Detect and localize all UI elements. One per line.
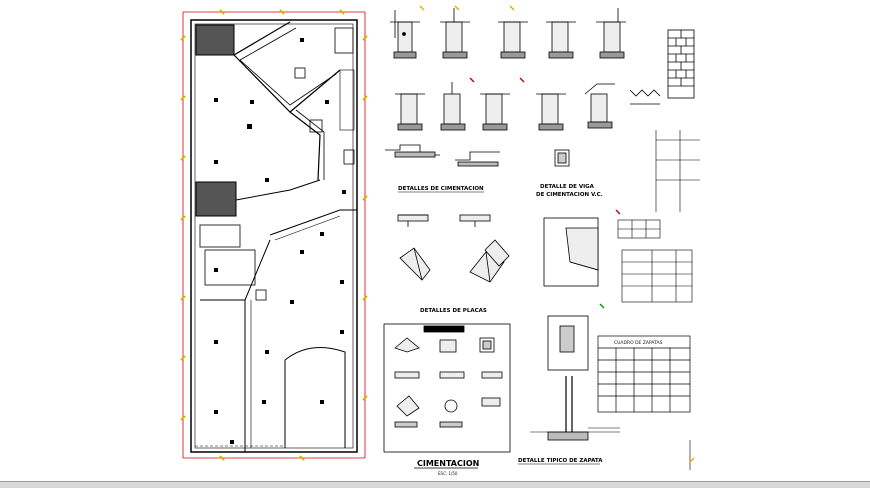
schedule-table (621, 249, 693, 303)
reinforcement-legend (655, 130, 700, 212)
typical-footing-detail (530, 315, 620, 441)
footing-schedule-table (597, 335, 691, 413)
foundation-step-details (385, 144, 570, 167)
viewport-status-strip (0, 481, 870, 488)
foundation-plan (180, 9, 368, 461)
plate-details (397, 214, 510, 283)
footing-detail-title: DETALLE TIPICO DE ZAPATA (518, 458, 603, 464)
beam-section-detail (543, 217, 599, 287)
foundation-section-details-row-1 (390, 8, 695, 99)
typical-details-panel (383, 323, 511, 453)
dimension-markers (419, 5, 695, 470)
foundation-section-details-row-2 (395, 82, 661, 131)
main-plan-title: CIMENTACION (417, 459, 479, 468)
main-plan-scale: ESC: 1/50 (438, 471, 458, 476)
plate-details-title: DETALLES DE PLACAS (420, 308, 487, 314)
foundation-details-title: DETALLES DE CIMENTACION (398, 186, 484, 192)
column-legend-table (617, 219, 661, 239)
beam-detail-title-line-1: DETALLE DE VIGA (540, 184, 595, 190)
beam-detail-title-line-2: DE CIMENTACION V.C. (536, 192, 603, 198)
footing-table-title: CUADRO DE ZAPATAS (614, 340, 663, 346)
